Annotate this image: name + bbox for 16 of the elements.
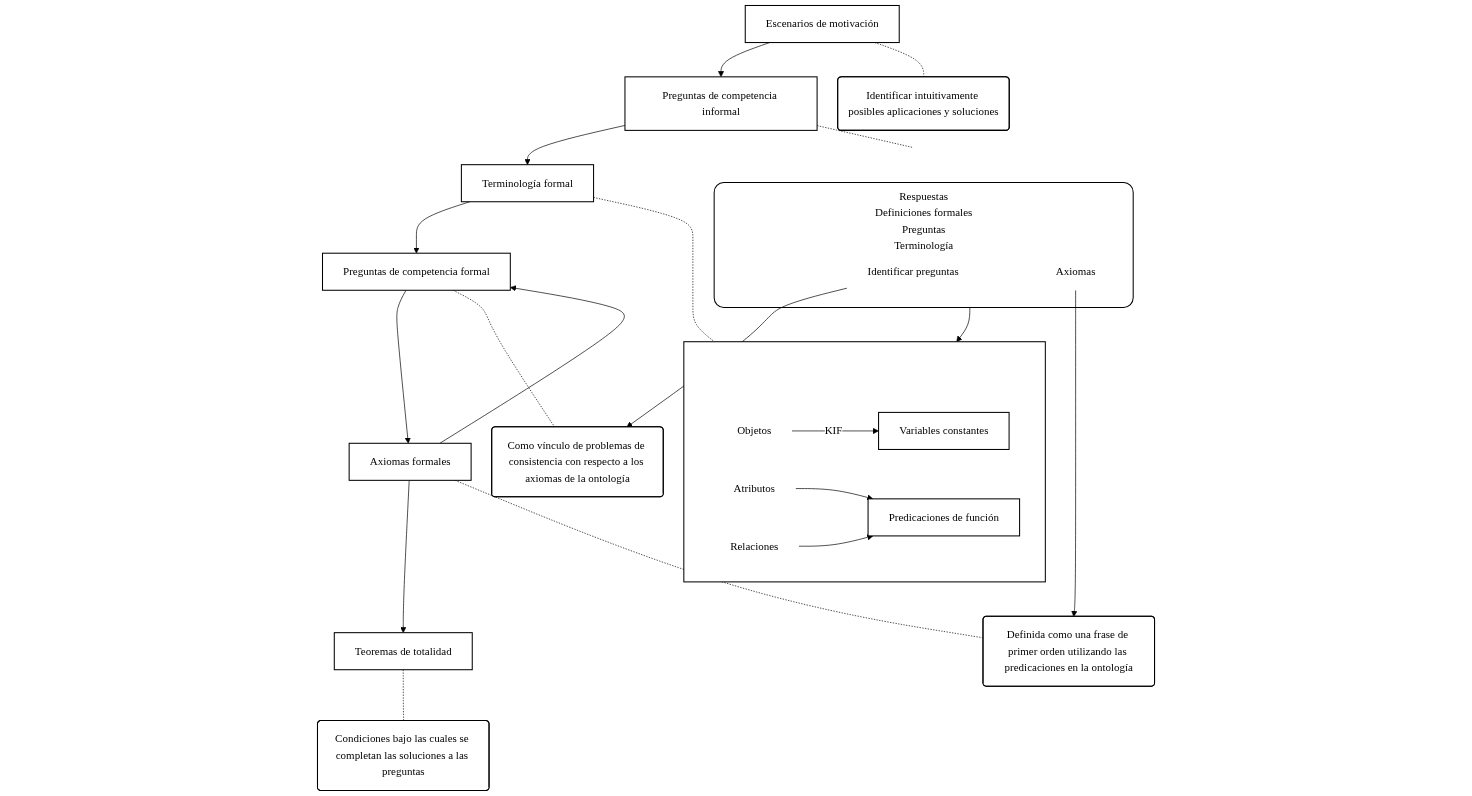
node-box: Teoremas de totalidad	[333, 632, 473, 671]
node-text: Identificar preguntas	[867, 265, 959, 278]
node-box: Predicaciones de función	[867, 498, 1021, 537]
node-text: Objetos	[737, 424, 772, 437]
node-box: Axiomas formales	[348, 442, 472, 481]
node-text: Axiomas	[1055, 265, 1096, 278]
node-box: Preguntas de competencia formal	[321, 252, 511, 291]
node-text: Atributos	[733, 482, 775, 495]
node-box: Escenarios de motivación	[744, 4, 900, 44]
edge-label: KIF	[824, 424, 843, 437]
node-box: Variables constantes	[878, 411, 1010, 450]
node-text: Relaciones	[730, 540, 779, 552]
cluster	[683, 341, 1046, 583]
node-box: Preguntas de competencia informal	[624, 76, 818, 131]
connector	[593, 197, 715, 343]
node-box: Terminología formal	[460, 164, 595, 203]
